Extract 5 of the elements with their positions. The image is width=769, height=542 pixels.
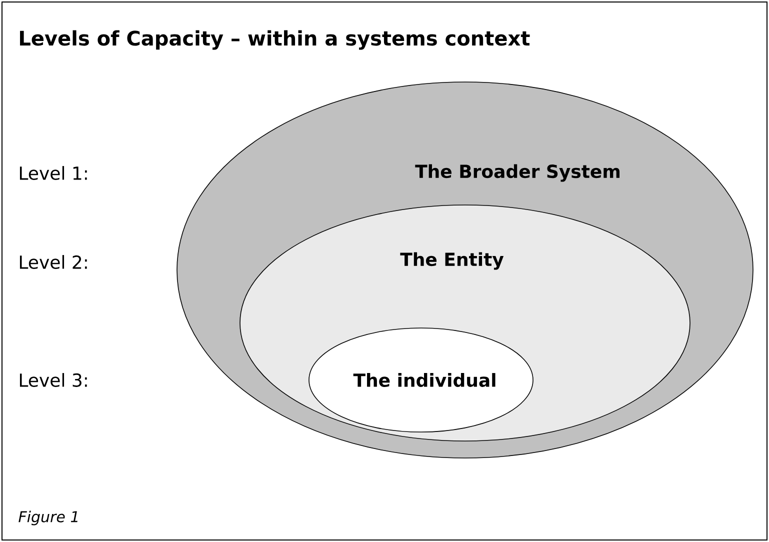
caption: Figure 1 bbox=[18, 510, 78, 526]
level-label: Level 3: bbox=[20, 373, 87, 387]
level-label: Level 1: bbox=[20, 166, 87, 180]
title: Levels of Capacity – within a systems context bbox=[20, 30, 530, 50]
level-label: Level 2: bbox=[20, 255, 87, 269]
